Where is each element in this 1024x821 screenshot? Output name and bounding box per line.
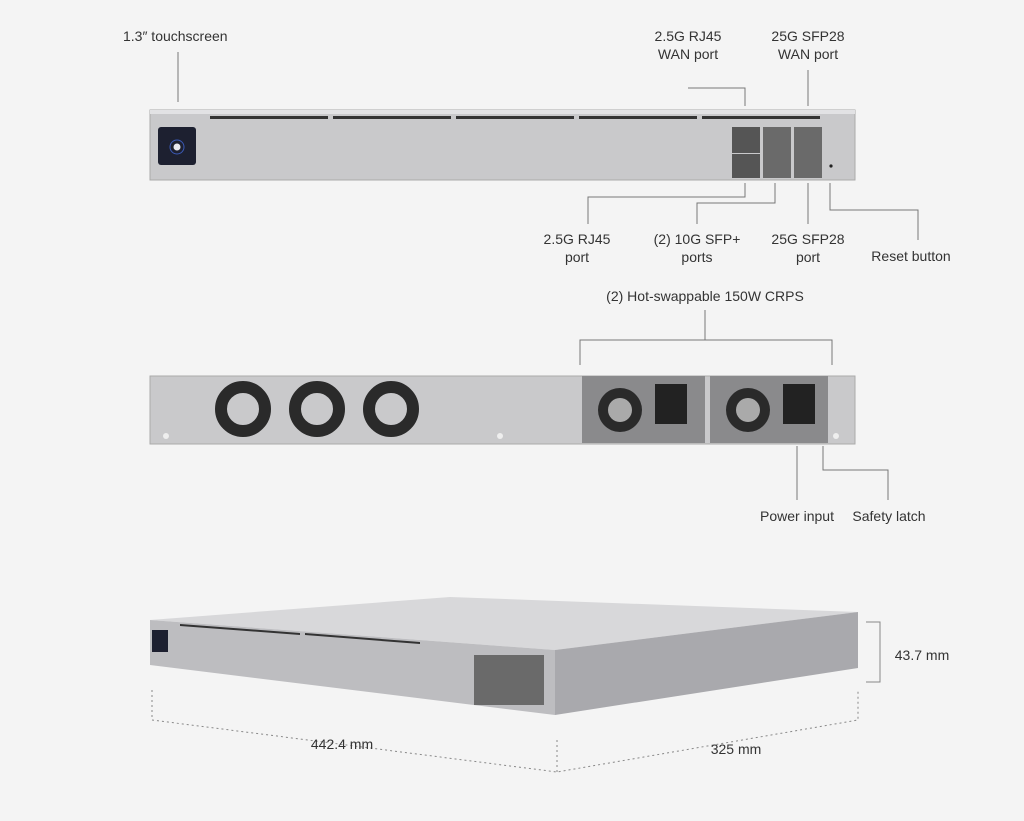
isometric-view <box>150 597 858 715</box>
height-bracket <box>866 621 881 683</box>
dimension-depth: 325 mm <box>710 741 762 757</box>
vent-slots <box>210 116 820 119</box>
dimension-height: 43.7 mm <box>894 647 950 663</box>
rj45-port <box>732 154 760 178</box>
callout-reset: Reset button <box>871 248 951 264</box>
callout-power-input: Power input <box>760 508 834 524</box>
callout-safety-latch: Safety latch <box>852 508 926 524</box>
power-input-icon <box>655 384 687 424</box>
sfp28-ports <box>794 127 822 178</box>
rj45-wan-port <box>732 127 760 153</box>
dimension-width: 442.4 mm <box>310 736 374 752</box>
dimension-lines <box>151 690 859 773</box>
reset-button <box>829 164 833 168</box>
psu-1 <box>582 376 705 443</box>
sfp-plus-ports <box>763 127 791 178</box>
iso-ports <box>474 655 544 705</box>
back-panel <box>149 375 856 445</box>
callout-sfp-plus: (2) 10G SFP+ports <box>653 231 741 265</box>
psu-2 <box>710 376 828 443</box>
callout-crps: (2) Hot-swappable 150W CRPS <box>606 288 804 304</box>
leader-lines <box>177 52 919 500</box>
fan-icons <box>215 381 419 437</box>
front-panel <box>149 109 856 181</box>
callout-touchscreen: 1.3″ touchscreen <box>123 28 228 44</box>
